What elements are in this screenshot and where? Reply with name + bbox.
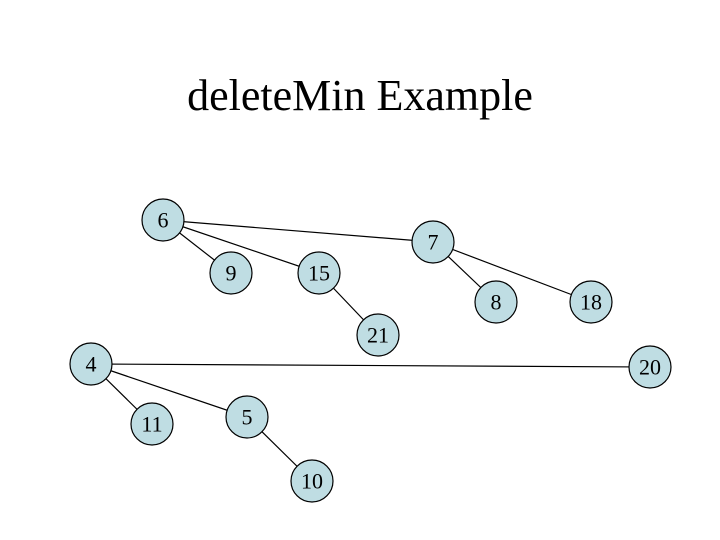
node-circle [225, 395, 269, 439]
node-7: 7 [411, 220, 455, 264]
node-circle [569, 280, 613, 324]
node-label: 7 [428, 230, 439, 255]
node-circle [69, 342, 113, 386]
node-label: 4 [86, 352, 97, 377]
node-circle [130, 402, 174, 446]
edge-4-5 [90, 363, 248, 418]
node-5: 5 [225, 395, 269, 439]
edge-6-7 [162, 219, 434, 243]
node-label: 9 [226, 261, 237, 286]
node-21: 21 [356, 313, 400, 357]
node-circle [209, 251, 253, 295]
node-11: 11 [130, 402, 174, 446]
node-6: 6 [141, 198, 185, 242]
node-label: 5 [242, 405, 253, 430]
edge-4-20 [90, 363, 651, 368]
node-circle [628, 345, 672, 389]
node-label: 18 [580, 290, 602, 315]
edge-7-18 [432, 241, 592, 303]
node-label: 11 [141, 412, 162, 437]
node-circle [290, 459, 334, 503]
slide-title: deleteMin Example [187, 71, 533, 120]
node-label: 8 [491, 290, 502, 315]
nodes-layer: 6 7 9 15 8 18 21 4 20 11 5 10 [69, 198, 672, 503]
node-4: 4 [69, 342, 113, 386]
node-label: 21 [367, 323, 389, 348]
node-circle [474, 280, 518, 324]
node-label: 6 [158, 208, 169, 233]
node-label: 15 [308, 261, 330, 286]
node-circle [356, 313, 400, 357]
node-20: 20 [628, 345, 672, 389]
node-15: 15 [297, 251, 341, 295]
node-circle [297, 251, 341, 295]
node-label: 20 [639, 355, 661, 380]
node-8: 8 [474, 280, 518, 324]
node-circle [141, 198, 185, 242]
node-9: 9 [209, 251, 253, 295]
edge-6-15 [162, 219, 320, 274]
node-10: 10 [290, 459, 334, 503]
node-label: 10 [301, 469, 323, 494]
node-circle [411, 220, 455, 264]
node-18: 18 [569, 280, 613, 324]
